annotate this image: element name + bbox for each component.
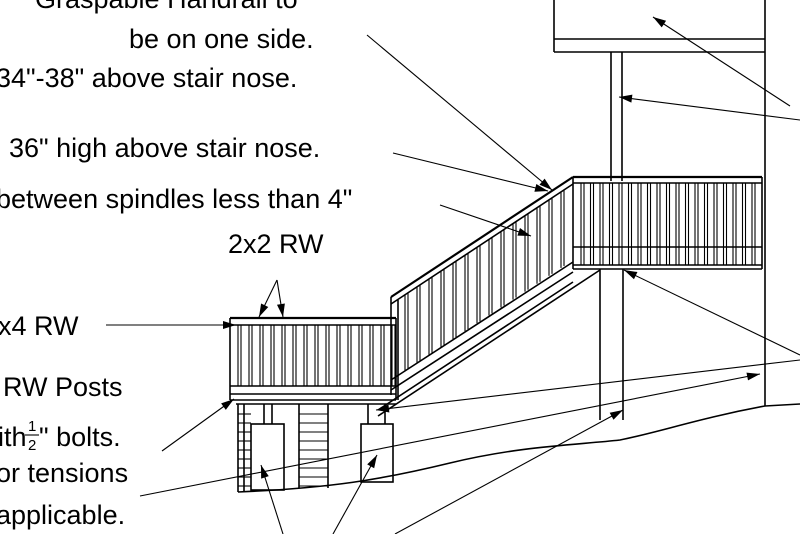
label-rail-size: x4 RW [0,311,79,341]
leader-spindle-gap [439,204,532,237]
label-handrail-line1: Graspable Handrail to [35,0,298,14]
leader-tensions-line-arrowhead [746,372,760,381]
label-spindle-gap: between spindles less than 4" [0,184,352,214]
ground-line [237,405,766,493]
label-applicable: applicable. [0,500,125,530]
leader-house-post [618,96,800,121]
leader-house-post-arrowhead [619,94,633,103]
upper-deck-post [610,52,623,181]
lower-crossbars [238,413,328,487]
upper-landing-guard [572,175,763,270]
leader-rail-size-arrowhead [223,321,236,329]
label-tensions: or tensions [0,458,128,488]
leader-stair-bolt [375,359,800,411]
leader-spindle-size-b-arrowhead [276,303,285,317]
label-posts-line1: RW Posts [3,372,123,402]
stair-guard [390,176,574,400]
concrete-pier-left [250,423,285,491]
upper-spindles [580,183,756,265]
leader-ground [394,409,624,534]
label-handrail-line2: be on one side. [129,24,314,54]
leader-pier-left-arrowhead [261,465,269,479]
leader-house-top-arrowhead [653,17,667,28]
label-posts-line2-prefix: ith [0,422,27,452]
label-guard-height: 36" high above stair nose. [9,133,320,163]
leader-tensions-line [139,373,761,497]
leader-spindle-gap-arrowhead [517,228,531,236]
leader-stair-bolt-arrowhead [376,404,390,413]
concrete-pier-right [360,423,394,483]
leader-posts [161,398,235,452]
leader-handrail-arrowhead [539,178,552,190]
leader-ground-arrowhead [609,410,623,420]
label-spindle-size: 2x2 RW [228,229,324,259]
callout-leaders [106,16,800,534]
label-posts-frac-num: 1 [28,418,36,435]
stair-spindles [404,189,565,371]
label-handrail-line3: 34"-38" above stair nose. [0,63,297,93]
leader-posts-arrowhead [221,399,234,410]
leader-pier-right [332,454,378,534]
leader-upper-post-arrowhead [624,270,638,280]
leader-guard-height [392,152,549,192]
label-posts-line2-suffix: " bolts. [39,422,121,452]
leader-handrail [366,34,553,191]
leader-spindle-size-a-arrowhead [259,303,269,317]
label-posts-line2: ith 1 2 " bolts. [0,418,121,454]
lower-support-framing [237,404,394,492]
leader-guard-height-arrowhead [534,184,548,192]
leader-house-top [652,16,791,107]
leader-pier-right-arrowhead [367,455,377,469]
stair-stringer [377,269,601,417]
label-posts-frac-den: 2 [28,437,36,454]
upper-support-post [599,269,624,420]
lower-landing-guard [229,316,397,405]
lower-spindles [237,325,396,386]
leader-upper-post [623,269,800,356]
